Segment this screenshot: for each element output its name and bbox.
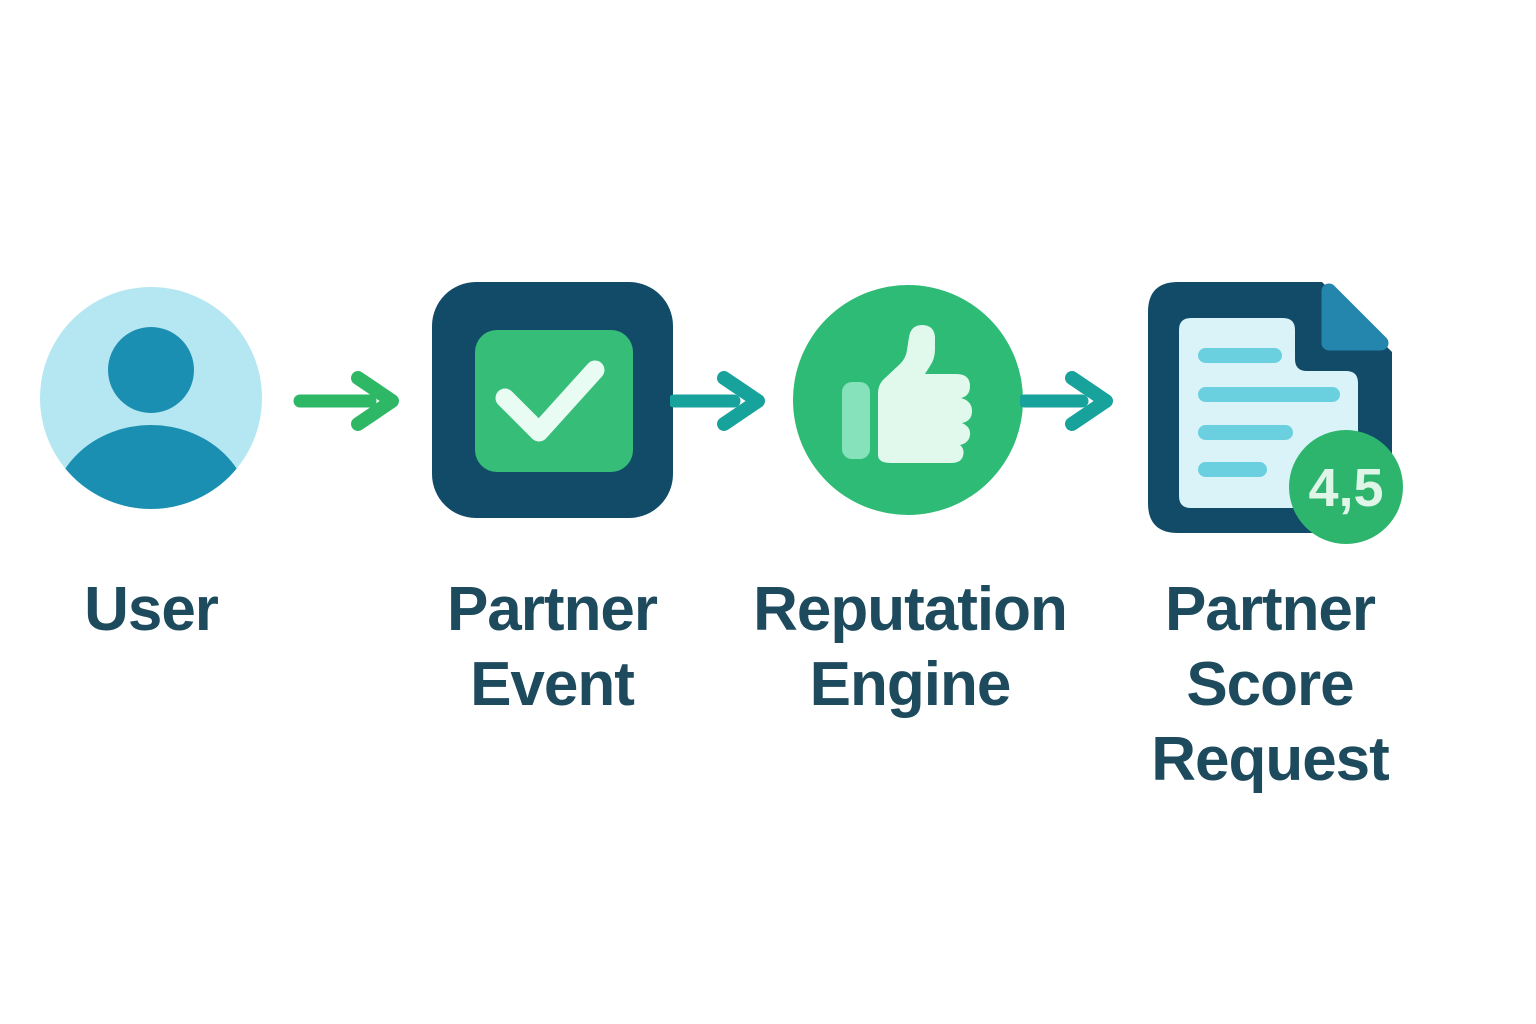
score-badge-value: 4,5	[1308, 458, 1383, 518]
arrow-right-icon	[1020, 371, 1113, 431]
node-label-reputation-engine: Reputation Engine	[753, 575, 1068, 719]
document-text-line	[1198, 425, 1293, 440]
score-badge	[1289, 430, 1403, 544]
avatar-head-shape	[108, 327, 194, 413]
avatar-body-shape	[51, 425, 251, 509]
node-label-partner-event: Partner Event	[446, 575, 658, 719]
document-text-line	[1198, 462, 1267, 477]
document-text-line	[1198, 348, 1282, 363]
user-avatar-icon	[40, 287, 262, 509]
thumbs-up-icon	[793, 285, 1023, 515]
checkbox-icon	[432, 282, 673, 518]
arrow-right-icon	[293, 371, 399, 431]
document-text-line	[1198, 387, 1340, 402]
arrow-right-icon	[670, 371, 765, 431]
node-label-user: User	[84, 575, 219, 644]
node-label-partner-score-request: Partner Score Request	[1151, 575, 1390, 794]
document-icon: 4,5	[1148, 282, 1403, 544]
